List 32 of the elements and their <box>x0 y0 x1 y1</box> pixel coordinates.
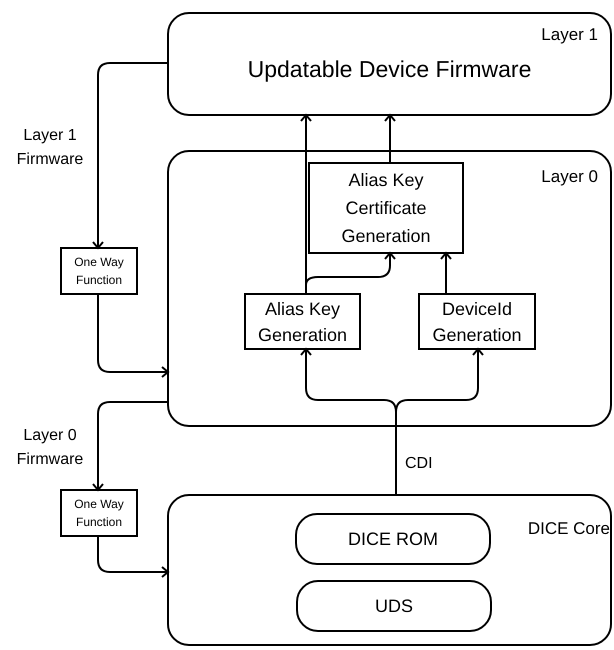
process-box <box>244 293 361 350</box>
edge-label: CDI <box>405 454 433 474</box>
arrow <box>305 252 396 293</box>
arrow <box>92 62 167 249</box>
node-label: DICE Core <box>528 518 610 540</box>
node-label: Layer 0 <box>541 166 598 188</box>
function-box <box>60 247 138 295</box>
node-label: One Way Function <box>73 496 125 531</box>
node-label: One Way Function <box>73 254 125 289</box>
arrow <box>384 114 396 162</box>
arrow <box>395 348 484 494</box>
node-label: UDS <box>374 594 413 618</box>
layer-title: Layer 1 <box>541 24 598 46</box>
process-box <box>308 162 464 254</box>
layer-panel <box>167 150 612 427</box>
node-label: DICE ROM <box>348 528 438 550</box>
arrow <box>97 537 169 578</box>
node-label: Alias Key Certificate Generation <box>340 169 432 248</box>
memory-block <box>295 513 491 565</box>
process-box <box>418 293 536 350</box>
function-box <box>60 489 138 537</box>
arrow <box>92 401 167 491</box>
layer-panel <box>167 12 612 116</box>
node-label: Alias Key Generation <box>256 298 348 346</box>
arrow <box>440 252 452 293</box>
edge-label: Layer 0 Firmware <box>16 426 84 470</box>
core-panel <box>167 494 612 646</box>
node-label: DeviceId Generation <box>431 298 523 346</box>
edge-label: Layer 1 Firmware <box>16 126 84 170</box>
arrow <box>97 295 169 378</box>
node-label: Updatable Device Firmware <box>246 55 532 84</box>
memory-block <box>296 580 492 632</box>
